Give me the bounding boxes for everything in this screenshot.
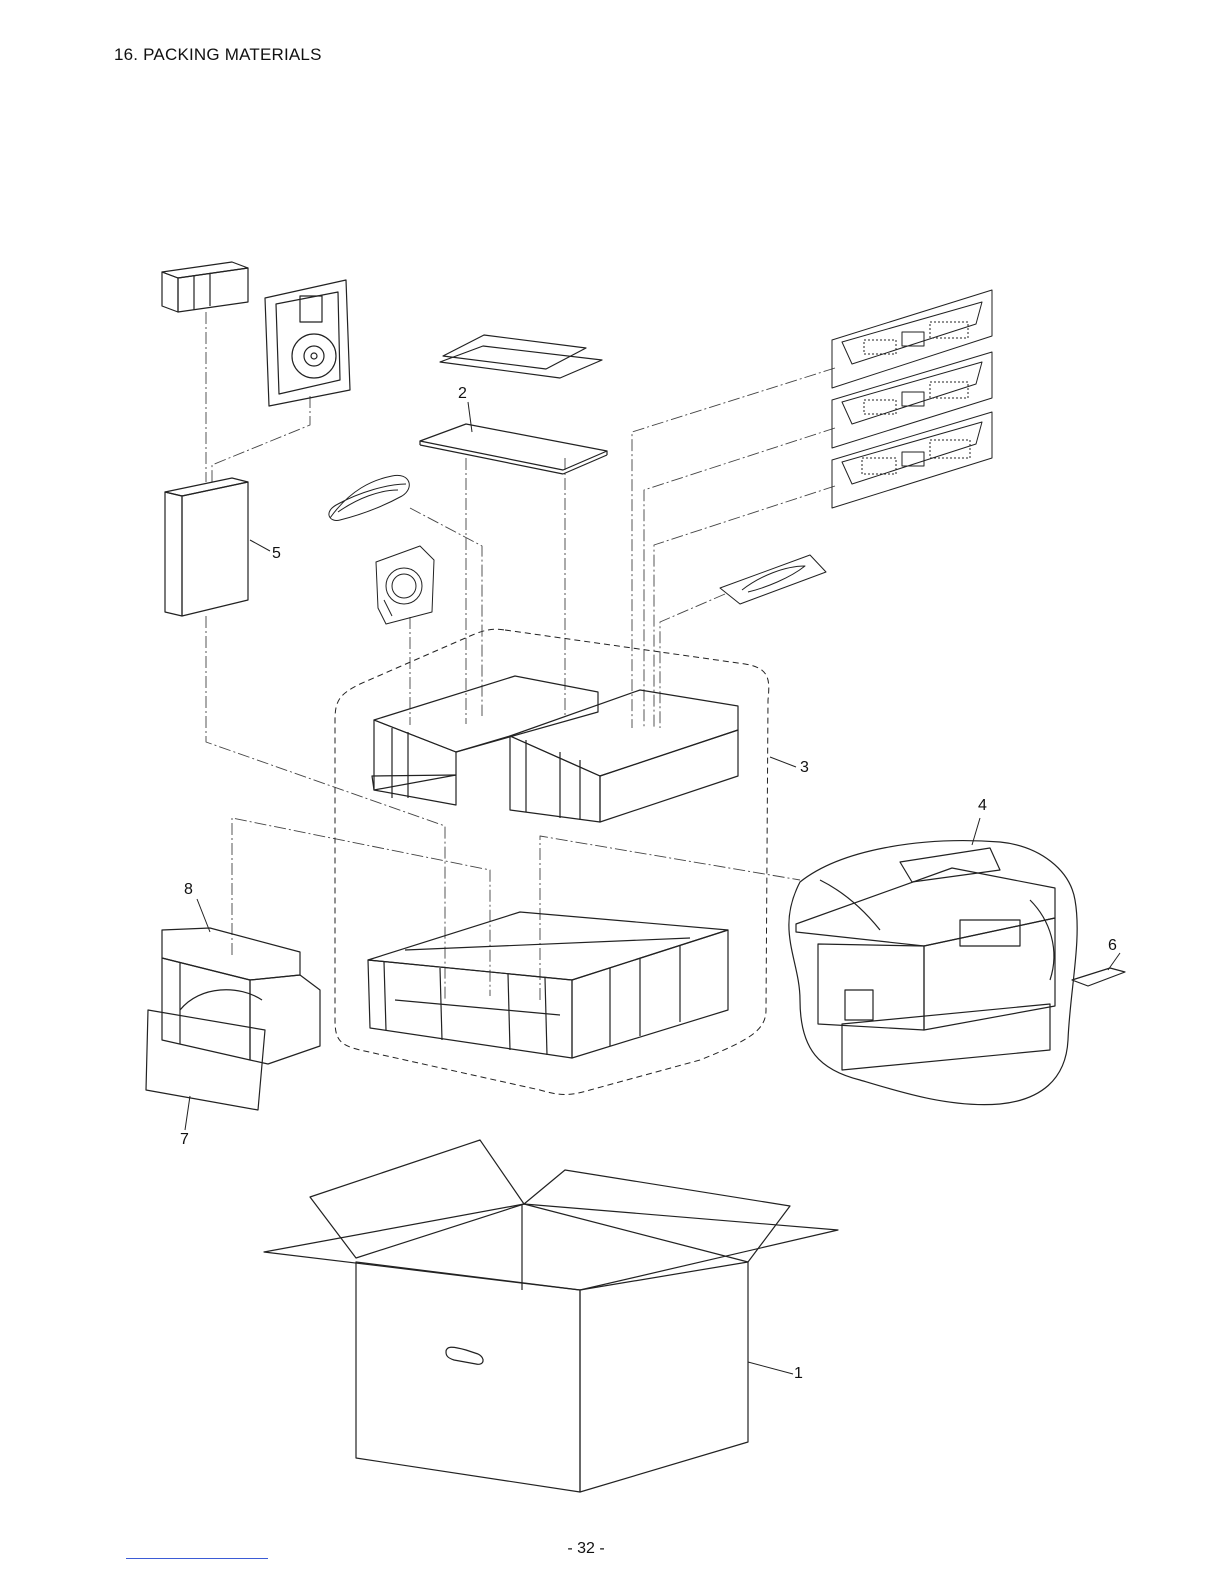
usb-cable-bag [376, 546, 434, 624]
callout-leaders [185, 402, 1120, 1374]
foam-cushion-set-3 [335, 629, 769, 1094]
panel-overlays [832, 290, 992, 508]
label-sheet-6 [1072, 968, 1125, 986]
machine-in-bag-4 [789, 841, 1077, 1105]
tray-holder-8 [162, 928, 320, 1064]
shipping-box-1 [264, 1140, 838, 1492]
callout-5: 5 [272, 545, 281, 562]
cable-pouch [720, 555, 826, 604]
footer-link-line [126, 1558, 268, 1559]
callout-labels: 1 2 3 4 5 6 7 8 [180, 385, 1117, 1382]
power-cord [329, 475, 409, 520]
callout-1: 1 [794, 1365, 803, 1382]
callout-3: 3 [800, 759, 809, 776]
leader-lines [206, 312, 835, 1000]
lower-foam [368, 912, 728, 1058]
protective-sheets-2 [420, 335, 607, 474]
carton-sleeve-5 [165, 478, 248, 616]
callout-7: 7 [180, 1131, 189, 1148]
upper-foam [372, 676, 738, 822]
callout-4: 4 [978, 797, 987, 814]
page-number: - 32 - [0, 1540, 1172, 1558]
accessory-box-small [162, 262, 248, 312]
callout-6: 6 [1108, 937, 1117, 954]
callout-2: 2 [458, 385, 467, 402]
cd-folder [265, 280, 350, 406]
callout-8: 8 [184, 881, 193, 898]
